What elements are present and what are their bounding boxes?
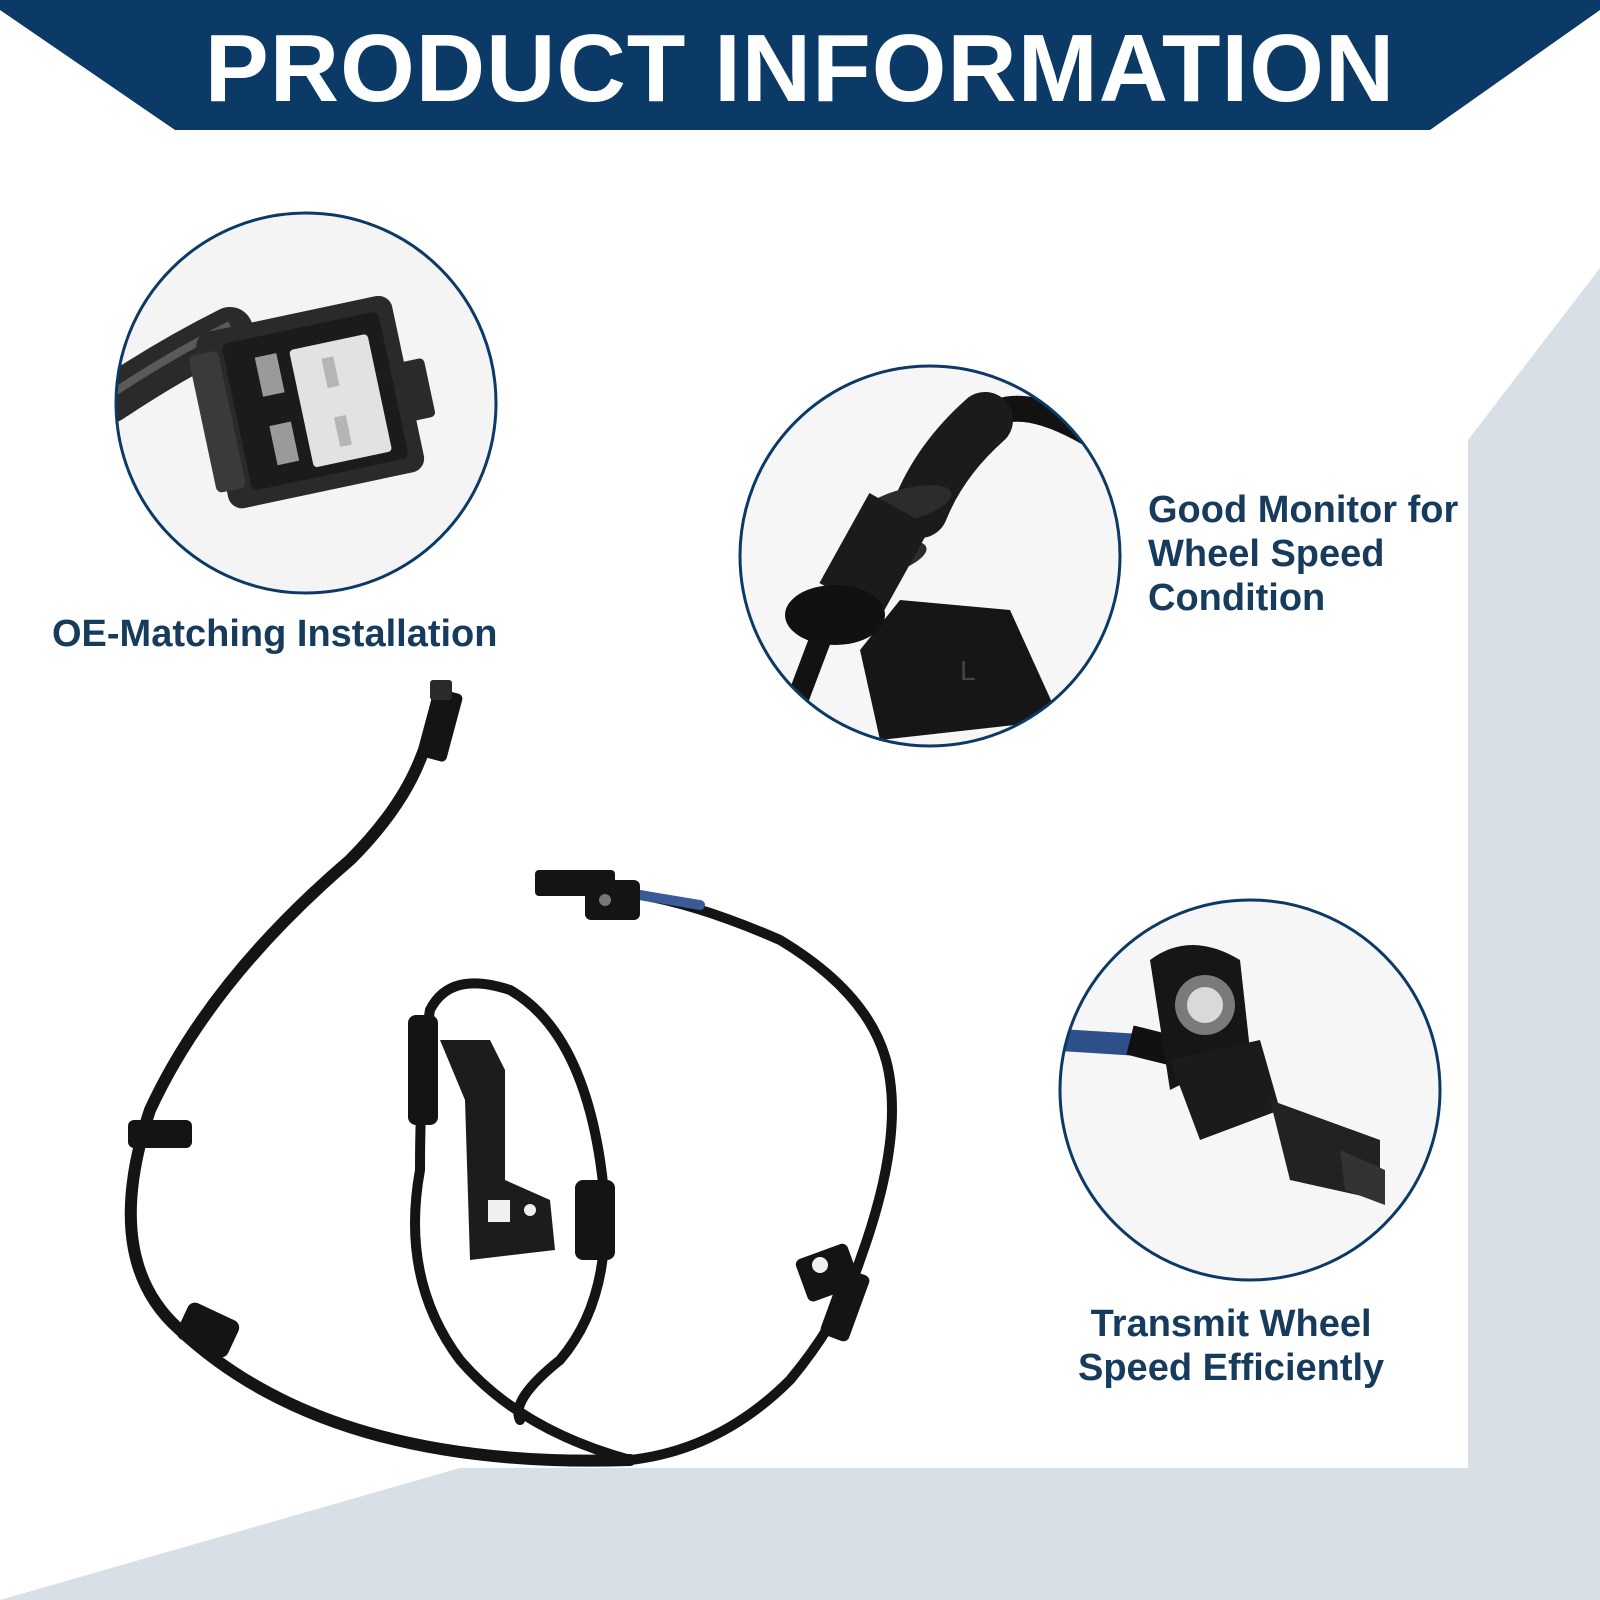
svg-text:L: L <box>960 655 976 686</box>
harness-components <box>128 680 870 1358</box>
connector-image <box>116 213 496 593</box>
product-harness-image <box>124 704 897 1467</box>
feature-label-good-monitor: Good Monitor for Wheel Speed Condition <box>1148 489 1459 619</box>
feature-label-transmit-speed: Transmit Wheel Speed Efficiently <box>1078 1303 1385 1389</box>
banner-title: PRODUCT INFORMATION <box>204 15 1396 122</box>
right-grey-panel <box>1468 268 1600 1600</box>
header-banner <box>0 0 1600 130</box>
bracket-grommet-image: L <box>740 366 1120 746</box>
bottom-grey-panel <box>0 1468 1600 1600</box>
sensor-head-image <box>1060 900 1440 1280</box>
feature-label-oe-matching: OE-Matching Installation <box>52 613 498 655</box>
